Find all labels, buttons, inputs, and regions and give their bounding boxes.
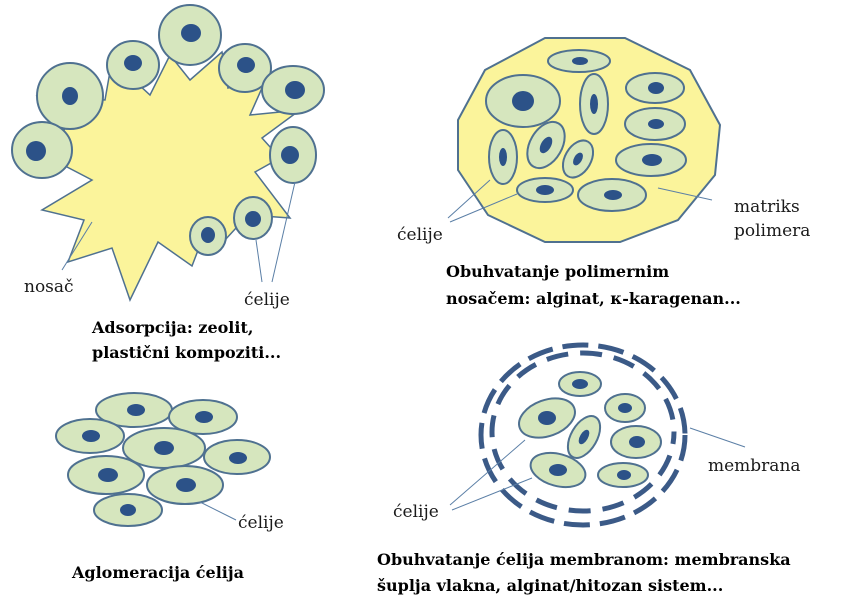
membrane-caption-line1: Obuhvatanje ćelija membranom: membranska	[377, 550, 791, 569]
cell	[234, 197, 272, 239]
membrane-panel: ćelije membrana Obuhvatanje ćelija membr…	[377, 345, 801, 595]
membrane-cells-label: ćelije	[393, 502, 439, 522]
cell	[611, 426, 661, 458]
cell	[578, 179, 646, 211]
membrane-caption-line2: šuplja vlakna, alginat/hitozan sistem...	[377, 576, 723, 595]
cell	[147, 466, 223, 504]
cell	[580, 74, 608, 134]
entrapment-panel: ćelije matriks polimera Obuhvatanje poli…	[397, 38, 810, 308]
aggregation-panel: ćelije Aglomeracija ćelija	[56, 393, 284, 582]
cell	[270, 127, 316, 183]
cell	[626, 73, 684, 103]
cell	[37, 63, 103, 129]
cell	[489, 130, 517, 184]
cell	[598, 463, 648, 487]
matrix-label-line1: matriks	[734, 197, 800, 217]
cell	[262, 66, 324, 114]
aggregation-caption: Aglomeracija ćelija	[71, 563, 244, 582]
cell	[159, 5, 221, 65]
membrane-label: membrana	[708, 456, 801, 476]
matrix-label-line2: polimera	[734, 221, 810, 241]
adsorption-caption-line1: Adsorpcija: zeolit,	[91, 318, 253, 337]
aggregation-cells-label: ćelije	[238, 513, 284, 533]
entrapment-cells-label: ćelije	[397, 225, 443, 245]
cell	[94, 494, 162, 526]
cell	[107, 41, 159, 89]
adsorption-panel: nosač ćelije Adsorpcija: zeolit, plastič…	[12, 5, 324, 362]
aggregation-leader	[200, 502, 236, 520]
cell	[56, 419, 124, 453]
cell	[204, 440, 270, 474]
cell	[625, 108, 685, 140]
cell	[190, 217, 226, 255]
adsorption-caption-line2: plastični kompoziti...	[92, 343, 281, 362]
cell	[12, 122, 72, 178]
membrane-cells	[514, 372, 661, 493]
aggregated-cells	[56, 393, 270, 526]
cell	[559, 372, 601, 396]
cell	[548, 50, 610, 72]
cell	[605, 394, 645, 422]
cell	[616, 144, 686, 176]
cell	[68, 456, 144, 494]
adsorption-cells-label: ćelije	[244, 290, 290, 310]
cell	[486, 75, 560, 127]
entrapment-caption-line1: Obuhvatanje polimernim	[446, 262, 669, 281]
carrier-label: nosač	[24, 277, 74, 297]
entrapment-caption-line2: nosačem: alginat, κ-karagenan...	[446, 289, 741, 308]
cell	[517, 178, 573, 202]
